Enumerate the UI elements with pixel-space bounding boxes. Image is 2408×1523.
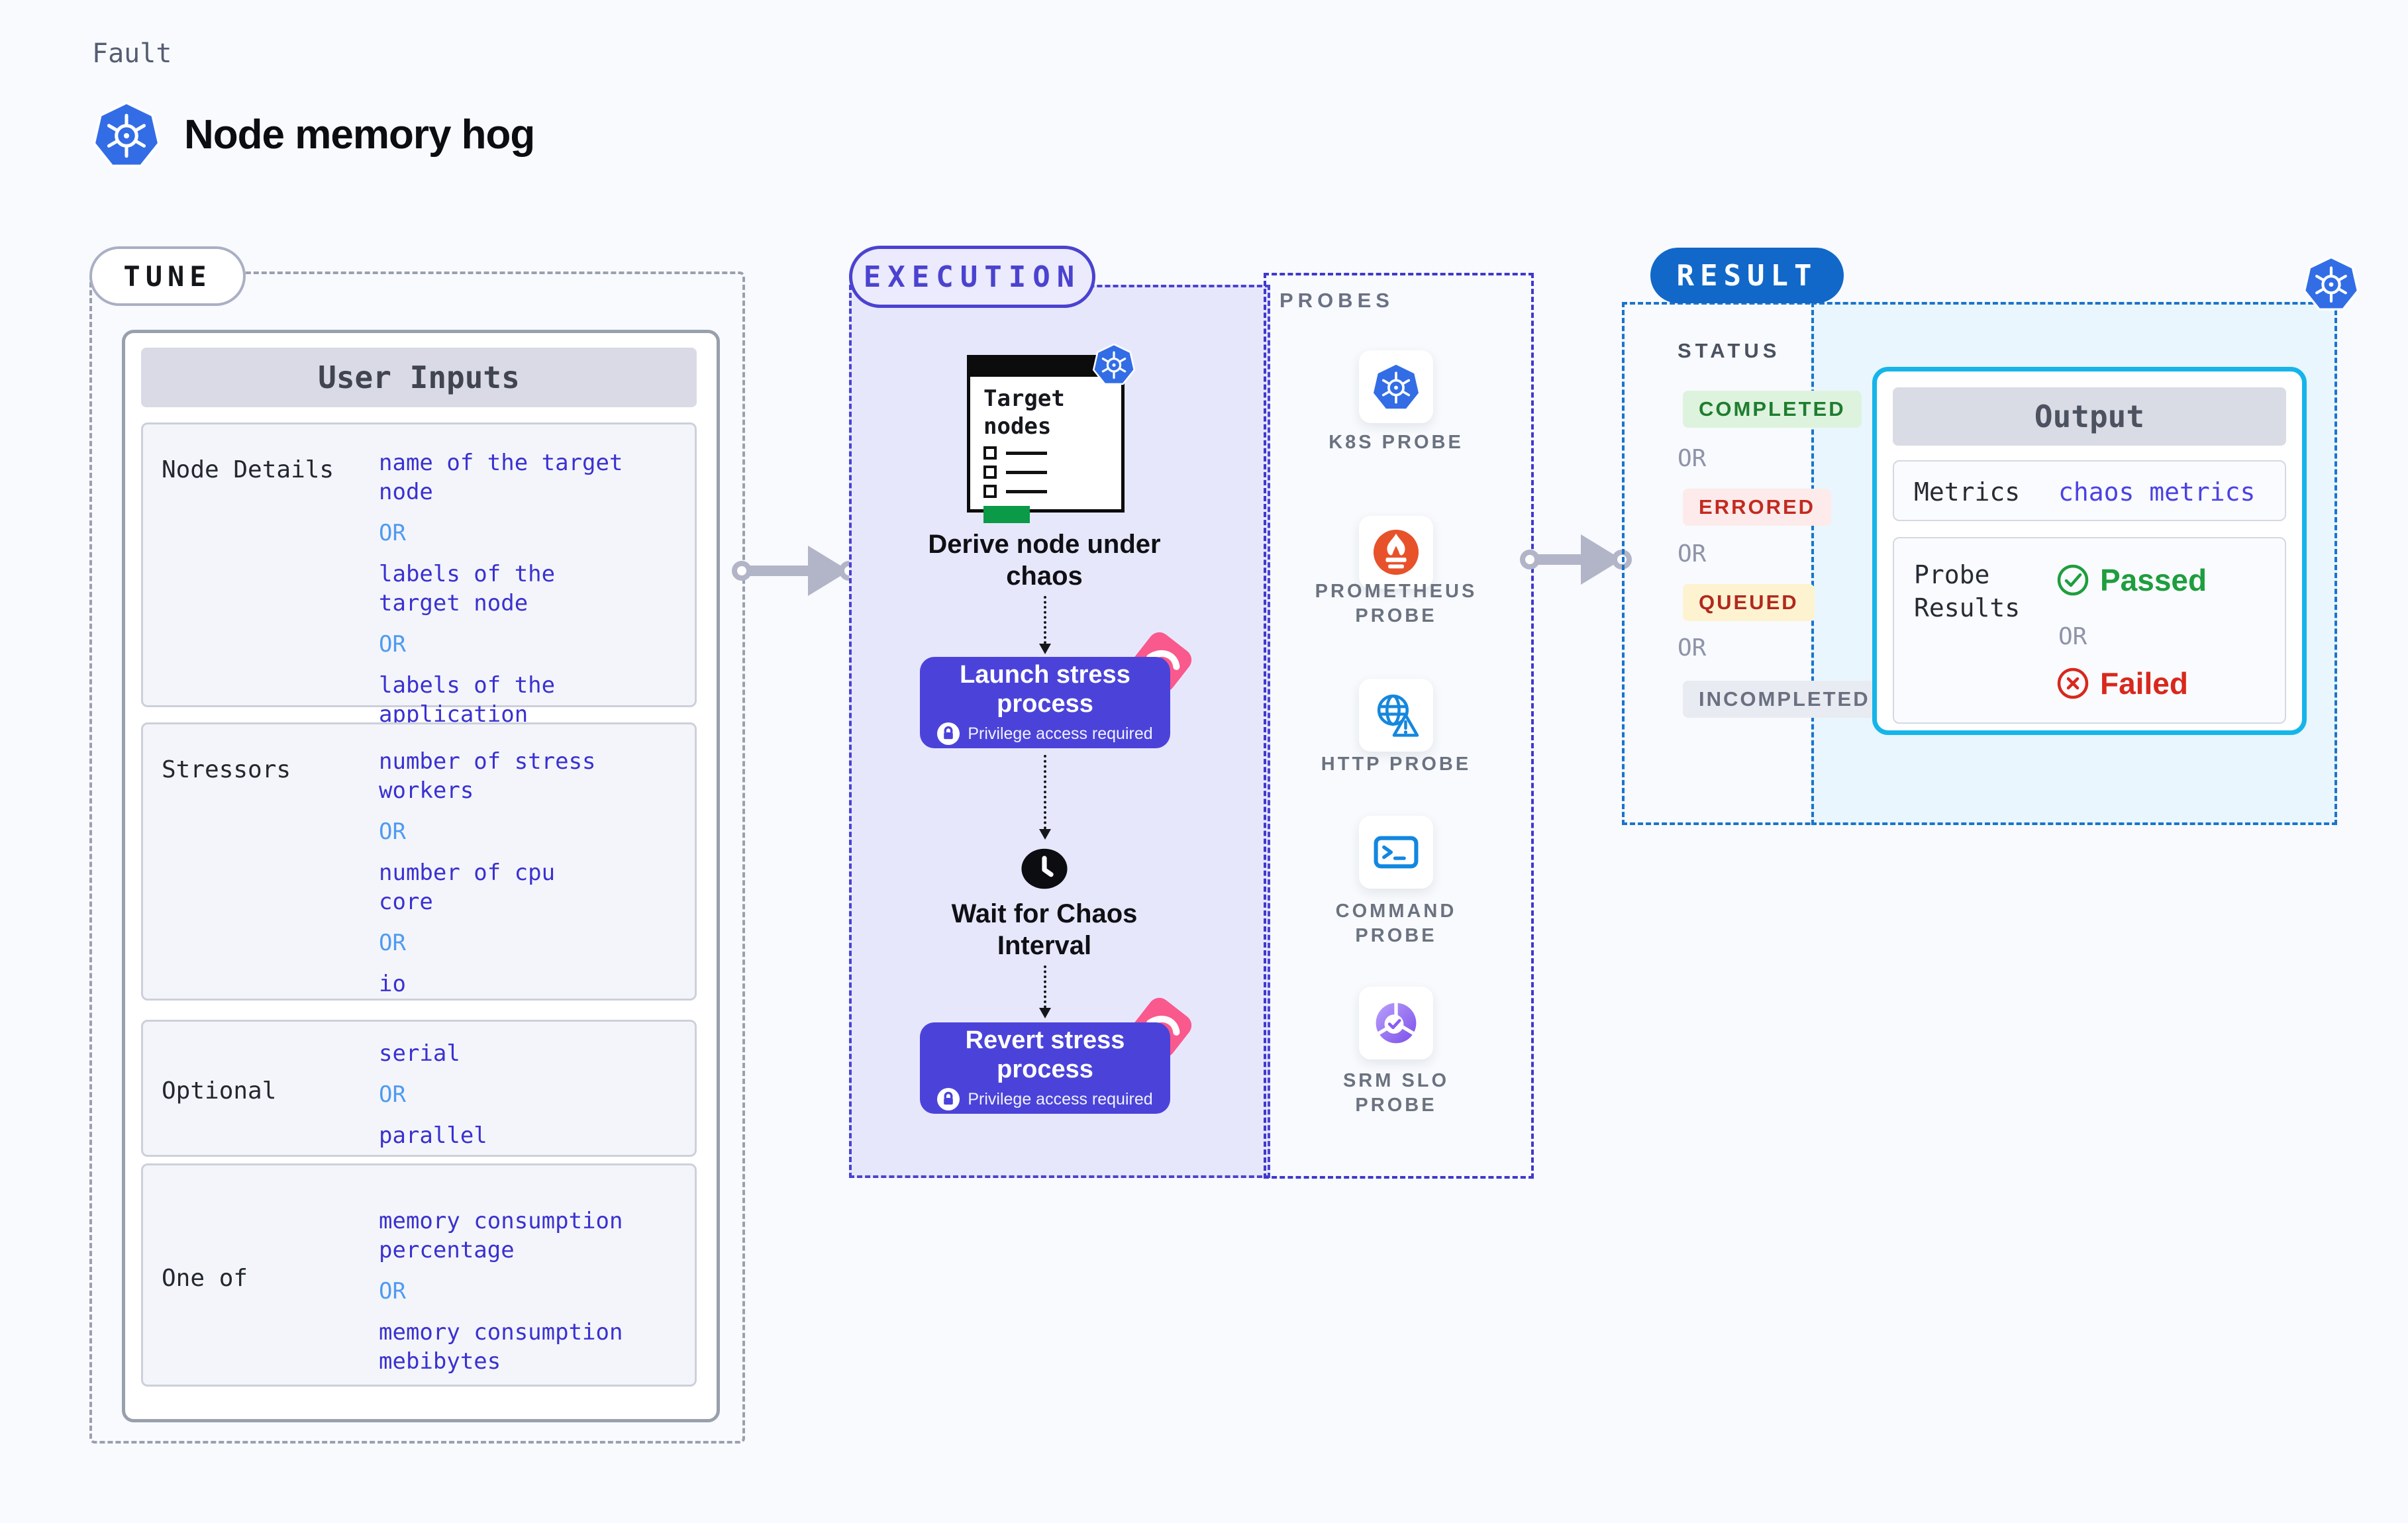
launch-stress-process-step: Launch stress process Privilege access r…: [920, 657, 1170, 748]
probe-results-label: Probe Results: [1914, 560, 2021, 622]
lock-icon: [937, 722, 960, 745]
kubernetes-icon: [1093, 343, 1135, 385]
table-row-one-of: One of memory consumption percentage OR …: [141, 1163, 697, 1387]
probe-result-failed: Failed: [2056, 665, 2188, 701]
arrow-tune-to-execution: [732, 544, 859, 597]
checkbox-icon: [983, 446, 997, 460]
row-option: number of stress workers: [379, 748, 596, 804]
status-column-label: STATUS: [1678, 339, 1781, 362]
probes-panel-label: PROBES: [1279, 289, 1394, 312]
target-nodes-card: Target nodes: [967, 355, 1125, 523]
slo-donut-check-icon: [1371, 998, 1421, 1048]
execution-badge: EXECUTION: [849, 246, 1095, 308]
probe-label: COMMAND PROBE: [1335, 901, 1457, 946]
user-inputs-table: User Inputs Node Details name of the tar…: [122, 330, 720, 1422]
failed-label: Failed: [2100, 666, 2188, 701]
probes-panel: [1264, 273, 1534, 1179]
derive-node-step-label: Derive node under chaos: [928, 530, 1161, 591]
status-badge-incompleted: INCOMPLETED: [1683, 681, 1886, 718]
wait-step-label: Wait for Chaos Interval: [951, 899, 1138, 960]
table-row-stressors: Stressors number of stress workers OR nu…: [141, 722, 697, 1001]
status-badge-completed: COMPLETED: [1683, 391, 1862, 428]
step-title: Revert stress process: [965, 1026, 1125, 1083]
user-inputs-header: User Inputs: [141, 348, 697, 407]
or-separator: OR: [2058, 623, 2087, 650]
kubernetes-icon: [2303, 256, 2359, 311]
probe-label: SRM SLO PROBE: [1342, 1070, 1450, 1116]
checklist-item: [983, 446, 1121, 460]
checkbox-icon: [983, 466, 997, 479]
probe-label: K8S PROBE: [1329, 432, 1464, 453]
table-row-optional: Optional serial OR parallel: [141, 1020, 697, 1157]
row-option: number of cpu core: [379, 860, 556, 915]
probe-label: HTTP PROBE: [1321, 754, 1472, 775]
revert-stress-process-step: Revert stress process Privilege access r…: [920, 1022, 1170, 1114]
arrow-execution-to-result: [1520, 533, 1632, 586]
probe-card-srm-slo: [1359, 987, 1433, 1059]
row-option: memory consumption percentage: [379, 1208, 623, 1263]
probe-card-prometheus: [1359, 516, 1433, 589]
prometheus-icon: [1372, 528, 1421, 577]
checklist-item: [983, 466, 1121, 479]
or-separator: OR: [1678, 540, 1707, 567]
row-label: Stressors: [162, 756, 291, 783]
metrics-label: Metrics: [1914, 477, 2021, 507]
or-separator: OR: [379, 1278, 406, 1304]
check-circle-icon: [2056, 564, 2089, 597]
metrics-row: Metrics chaos metrics: [1893, 460, 2286, 521]
probe-card-http: [1359, 679, 1433, 752]
probe-label: PROMETHEUS PROBE: [1315, 581, 1478, 626]
row-option: parallel: [379, 1122, 487, 1149]
kubernetes-icon: [1372, 362, 1421, 411]
terminal-icon: [1371, 827, 1421, 877]
checklist-item: [983, 485, 1121, 498]
progress-bar: [983, 506, 1030, 523]
lock-icon: [937, 1088, 960, 1110]
row-label: Node Details: [162, 456, 334, 483]
or-separator: OR: [1678, 445, 1707, 472]
checkbox-icon: [983, 485, 997, 498]
page-title: Node memory hog: [184, 111, 535, 158]
output-card-header: Output: [1893, 387, 2286, 446]
row-option: memory consumption mebibytes: [379, 1319, 623, 1375]
or-separator: OR: [379, 520, 406, 546]
probe-result-passed: Passed: [2056, 562, 2207, 598]
flow-connector-arrow: [1039, 596, 1051, 654]
privilege-note: Privilege access required: [968, 724, 1153, 743]
x-circle-icon: [2056, 667, 2089, 700]
result-badge: RESULT: [1650, 248, 1844, 303]
or-separator: OR: [379, 1081, 406, 1108]
probe-results-row: Probe Results Passed OR Failed: [1893, 537, 2286, 724]
tune-badge: TUNE: [89, 246, 246, 306]
or-separator: OR: [379, 930, 406, 956]
or-separator: OR: [379, 631, 406, 658]
tune-section-border: [89, 271, 745, 1444]
flow-connector-arrow: [1039, 755, 1051, 840]
step-title: Launch stress process: [960, 661, 1130, 718]
row-option: io: [379, 971, 406, 997]
status-badge-queued: QUEUED: [1683, 584, 1815, 621]
table-row-node-details: Node Details name of the target node OR …: [141, 422, 697, 786]
row-option: labels of the target node: [379, 561, 556, 616]
output-card: Output Metrics chaos metrics Probe Resul…: [1872, 367, 2307, 735]
metrics-value: chaos metrics: [2058, 477, 2256, 507]
or-separator: OR: [1678, 634, 1707, 662]
kubernetes-icon: [93, 101, 160, 168]
flow-connector-arrow: [1039, 965, 1051, 1018]
fault-kicker: Fault: [92, 38, 172, 69]
clock-icon: [1021, 845, 1068, 893]
status-badge-errored: ERRORED: [1683, 489, 1832, 526]
privilege-note: Privilege access required: [968, 1089, 1153, 1108]
row-label: Optional: [162, 1077, 277, 1105]
page-header: Node memory hog: [93, 101, 535, 168]
probe-card-k8s: [1359, 350, 1433, 423]
row-option: name of the target node: [379, 450, 623, 505]
row-option: serial: [379, 1040, 460, 1067]
or-separator: OR: [379, 818, 406, 845]
target-nodes-title: Target nodes: [983, 385, 1065, 440]
passed-label: Passed: [2100, 563, 2207, 597]
probe-card-command: [1359, 816, 1433, 889]
row-label: One of: [162, 1265, 248, 1292]
http-globe-warning-icon: [1371, 690, 1421, 740]
